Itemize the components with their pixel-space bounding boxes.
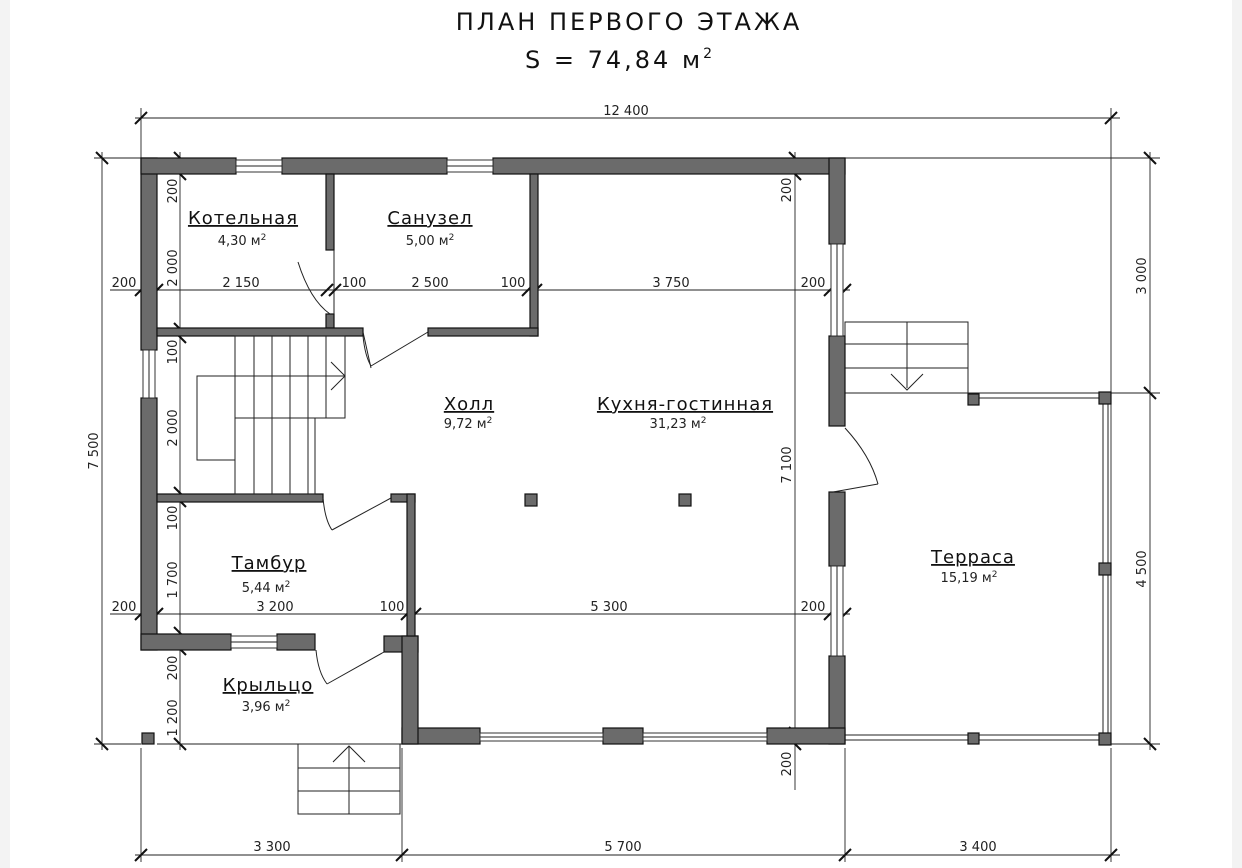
- room-name-kotelnaya: Котельная: [188, 208, 298, 229]
- room-area-tambur: 5,44 м2: [242, 580, 291, 596]
- dim-right-2: 4 500: [1135, 550, 1150, 587]
- dim-row1-3: 100: [342, 276, 367, 291]
- dim-vert-2: 2 000: [166, 249, 181, 286]
- porch-post: [141, 732, 155, 745]
- interior-column: [524, 493, 538, 507]
- room-area-holl: 9,72 м2: [444, 416, 493, 432]
- dim-row2-2: 3 200: [256, 600, 293, 615]
- dim-row1-2: 2 150: [222, 276, 259, 291]
- room-name-krylco: Крыльцо: [223, 675, 314, 696]
- room-name-sanuzel: Санузел: [387, 208, 472, 229]
- room-area-krylco: 3,96 м2: [242, 699, 291, 715]
- dim-bottom-1: 3 300: [253, 840, 290, 855]
- dim-row1-7: 200: [801, 276, 826, 291]
- terrace-column: [967, 732, 980, 745]
- interior-stairs: [196, 335, 346, 495]
- room-name-holl: Холл: [444, 394, 494, 415]
- terrace-column: [967, 393, 980, 406]
- dim-vert-right-top: 200: [780, 178, 795, 203]
- room-labels: Котельная 4,30 м2 Санузел 5,00 м2 Холл 9…: [188, 208, 1015, 715]
- dim-vert-5: 100: [166, 506, 181, 531]
- terrace-column: [1098, 391, 1112, 405]
- windows: [142, 159, 844, 742]
- dim-bottom-2: 5 700: [604, 840, 641, 855]
- terrace-column: [1098, 732, 1112, 746]
- dim-row2-5: 200: [801, 600, 826, 615]
- plan-title: ПЛАН ПЕРВОГО ЭТАЖА: [456, 8, 803, 36]
- dim-row2-3: 100: [380, 600, 405, 615]
- dim-left-total: 7 500: [87, 432, 102, 469]
- interior-column: [678, 493, 692, 507]
- dim-inner-7100: 7 100: [780, 446, 795, 483]
- dim-right-1: 3 000: [1135, 257, 1150, 294]
- dim-row1-5: 100: [501, 276, 526, 291]
- terrace-outline: [844, 321, 1112, 746]
- terrace-column: [1098, 562, 1112, 576]
- dim-row2-1: 200: [112, 600, 137, 615]
- room-area-kotelnaya: 4,30 м2: [218, 233, 267, 249]
- room-name-terrasa: Терраса: [930, 547, 1015, 568]
- dim-vert-6: 1 700: [166, 561, 181, 598]
- dim-vert-4: 2 000: [166, 409, 181, 446]
- doors: [297, 250, 879, 685]
- dim-vert-3: 100: [166, 340, 181, 365]
- room-area-sanuzel: 5,00 м2: [406, 233, 455, 249]
- dim-vert-1: 200: [166, 179, 181, 204]
- terrace-stairs: [844, 321, 969, 394]
- dim-vert-7: 200: [166, 656, 181, 681]
- dim-vert-8: 1 200: [166, 699, 181, 736]
- dim-bottom-3: 3 400: [959, 840, 996, 855]
- room-name-kuhnya: Кухня-гостинная: [597, 394, 773, 415]
- dim-row1-4: 2 500: [411, 276, 448, 291]
- dim-vert-right-bottom: 200: [780, 752, 795, 777]
- room-area-terrasa: 15,19 м2: [941, 570, 998, 586]
- dim-top-total: 12 400: [603, 104, 649, 119]
- entry-stairs: [297, 743, 401, 815]
- dim-row1-6: 3 750: [652, 276, 689, 291]
- room-name-tambur: Тамбур: [231, 553, 307, 574]
- dim-row1-1: 200: [112, 276, 137, 291]
- dim-row2-4: 5 300: [590, 600, 627, 615]
- plan-area: S = 74,84 м2: [525, 46, 715, 74]
- room-area-kuhnya: 31,23 м2: [650, 416, 707, 432]
- dimension-lines: 12 400 3 300 5 700 3 400 7 500 3 000 4 5…: [87, 104, 1160, 862]
